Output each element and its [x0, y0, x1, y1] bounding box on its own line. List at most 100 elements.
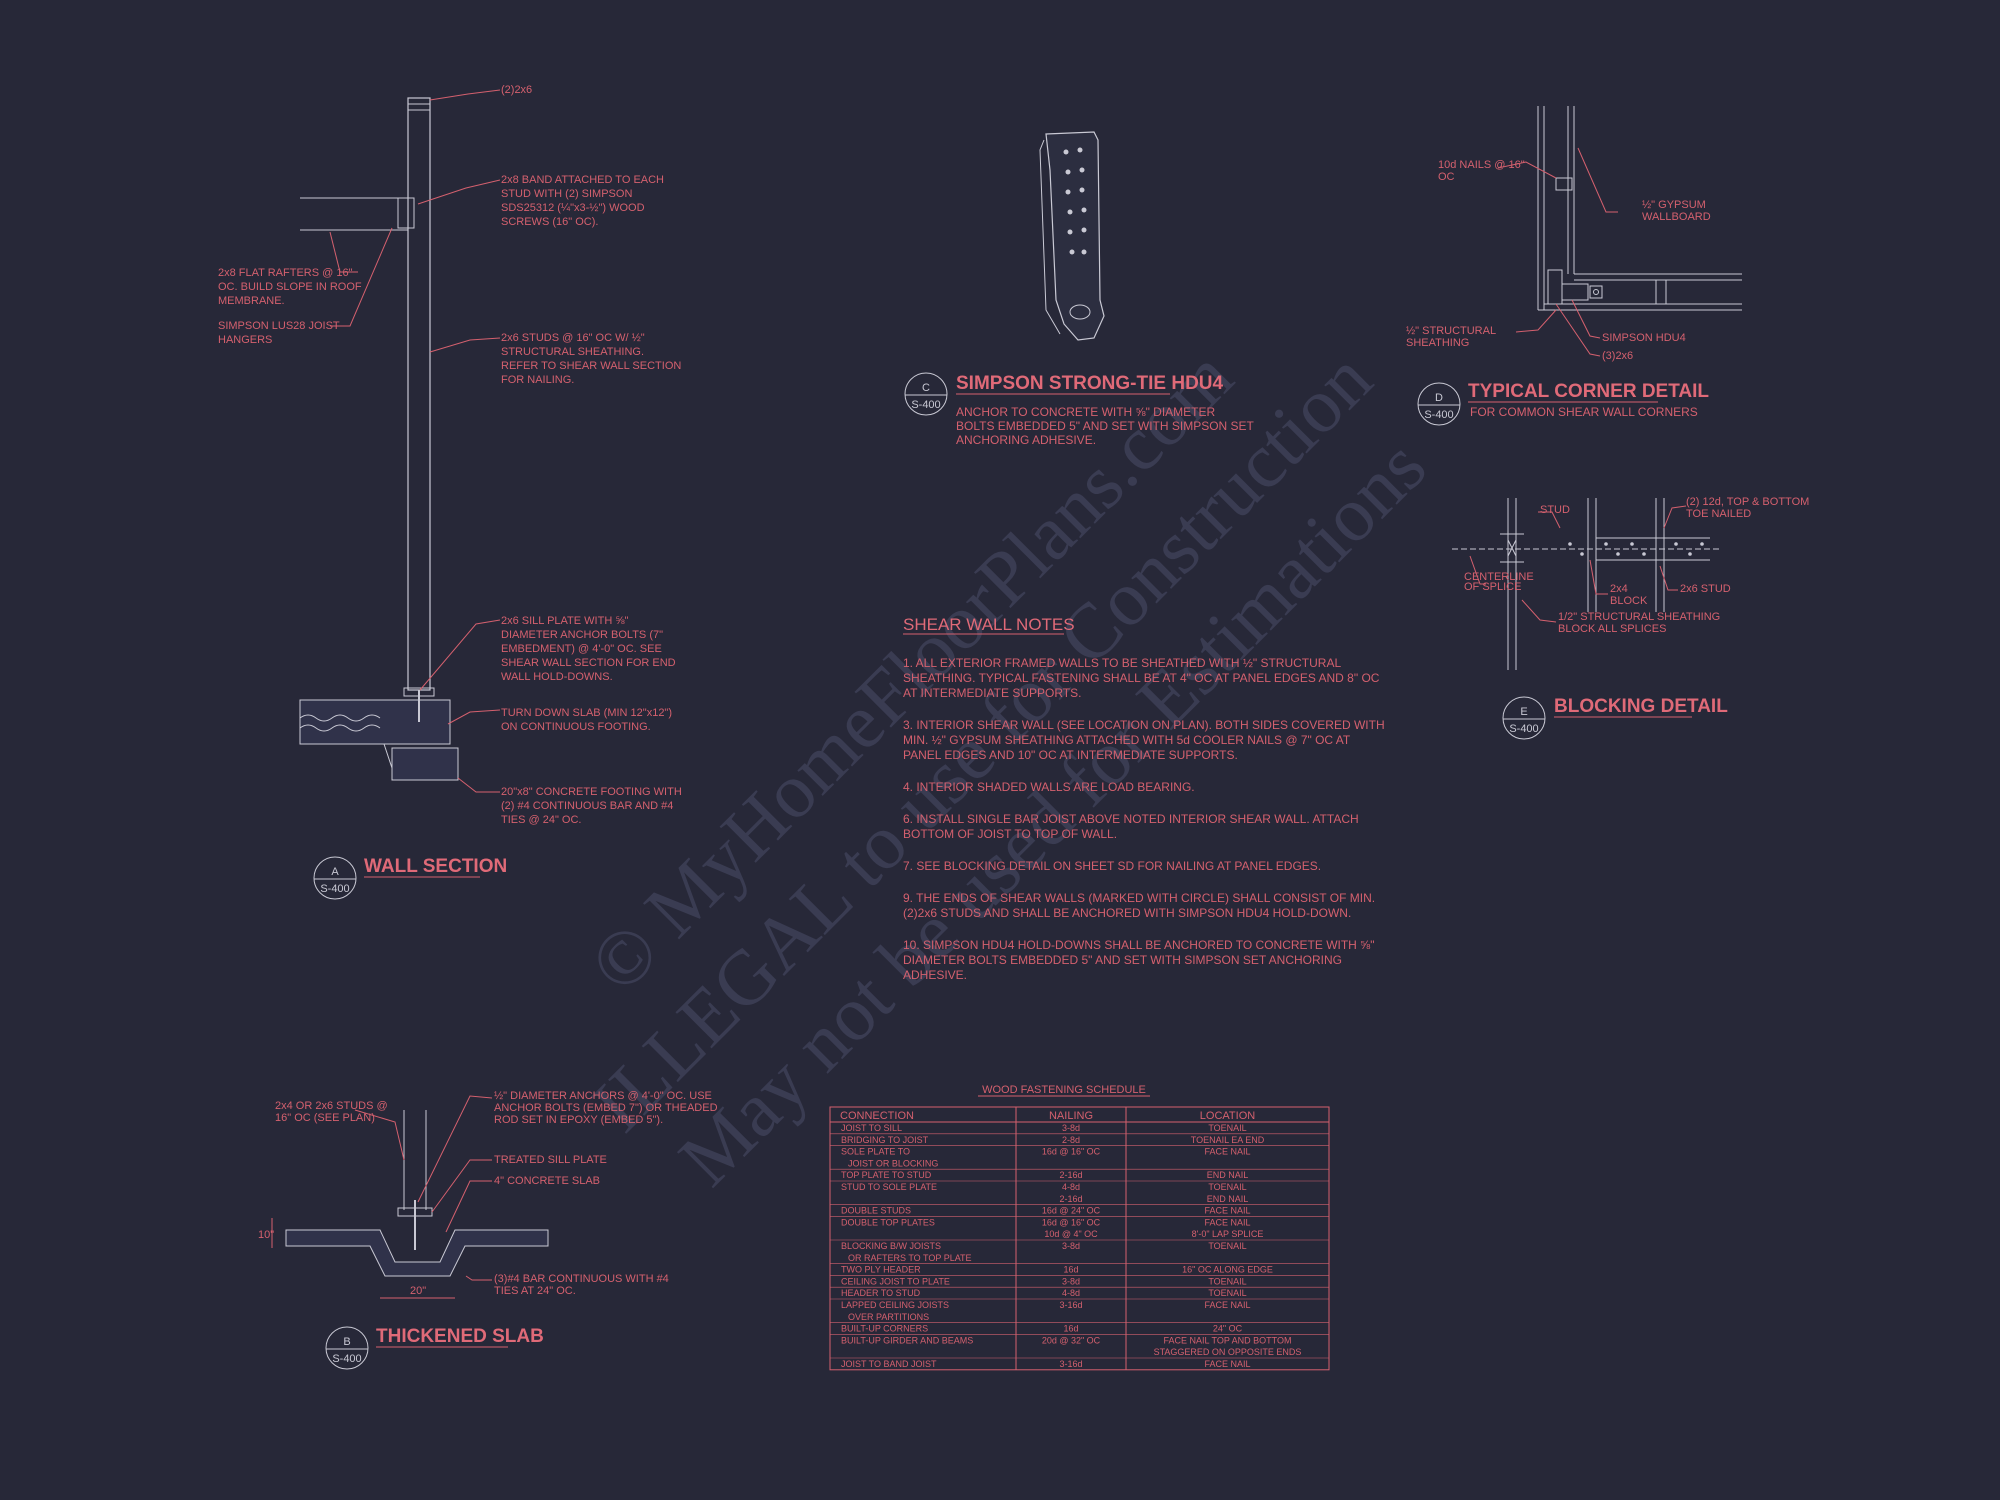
anchor-bolt-plan — [1593, 289, 1599, 295]
table-border — [829, 1106, 1330, 1371]
table-cell: 2-16d — [1059, 1194, 1082, 1204]
leader-line — [1521, 599, 1557, 623]
table-cell: 16" OC ALONG EDGE — [1182, 1265, 1273, 1275]
table-cell: TOENAIL — [1208, 1288, 1246, 1298]
hdu4-bracket — [1045, 131, 1105, 341]
leader-line — [465, 1275, 492, 1281]
note-bar-2: TIES AT 24" OC. — [494, 1285, 576, 1297]
bubble-letter: E — [1520, 706, 1527, 718]
screw-hole — [1081, 207, 1087, 213]
leader-line — [329, 231, 358, 273]
detail-title: SIMPSON STRONG-TIE HDU4 — [956, 373, 1224, 394]
leader-line — [457, 777, 500, 793]
screw-hole — [1065, 189, 1071, 195]
note-sill-4: SHEAR WALL SECTION FOR END — [501, 657, 676, 669]
note-sill: TREATED SILL PLATE — [494, 1154, 607, 1166]
shear-note-line: BOTTOM OF JOIST TO TOP OF WALL. — [903, 827, 1117, 841]
wall-section-leaders — [329, 89, 501, 793]
nail — [1616, 552, 1620, 556]
detail-desc-2: BOLTS EMBEDDED 5" AND SET WITH SIMPSON S… — [956, 419, 1255, 433]
note-studs-1: 2x6 STUDS @ 16" OC W/ ½" — [501, 332, 645, 344]
table-cell: FACE NAIL — [1204, 1359, 1250, 1369]
thickened-slab-leaders — [354, 1095, 493, 1281]
thickened-slab-notes: 2x4 OR 2x6 STUDS @ 16" OC (SEE PLAN) ½" … — [258, 1090, 718, 1297]
detail-desc-3: ANCHORING ADHESIVE. — [956, 433, 1096, 447]
leader-line — [431, 1159, 492, 1213]
dim-height-label: 10" — [258, 1229, 274, 1241]
nail — [1688, 552, 1692, 556]
note-sill-2: DIAMETER ANCHOR BOLTS (7" — [501, 629, 663, 641]
table-cell: 3-16d — [1059, 1359, 1082, 1369]
note-stud2: 2x6 STUD — [1680, 583, 1731, 595]
note-studs-4: FOR NAILING. — [501, 374, 574, 386]
table-cell: 3-8d — [1062, 1276, 1080, 1286]
footing-section — [391, 747, 459, 781]
note-band-3: SDS25312 (¼"x3-½") WOOD — [501, 202, 645, 214]
note-centerline-1: CENTERLINE — [1464, 571, 1534, 583]
leader-line — [419, 619, 501, 691]
note-band-2: STUD WITH (2) SIMPSON — [501, 188, 632, 200]
note-studs: (3)2x6 — [1602, 350, 1633, 362]
wall-stud-outline — [407, 97, 431, 691]
table-cell: 4-8d — [1062, 1288, 1080, 1298]
hdu4-plan — [1561, 283, 1589, 301]
leader-line — [447, 709, 501, 725]
leader-line — [1663, 505, 1687, 529]
shear-note-line: 1. ALL EXTERIOR FRAMED WALLS TO BE SHEAT… — [903, 656, 1341, 670]
table-cell: 16d @ 24" OC — [1042, 1206, 1101, 1216]
table-cell: 16d @ 16" OC — [1042, 1147, 1101, 1157]
note-studs-2: 16" OC (SEE PLAN) — [275, 1112, 375, 1124]
note-anchors-3: ROD SET IN EPOXY (EMBED 5"). — [494, 1114, 663, 1126]
bubble-letter: C — [922, 382, 930, 394]
table-cell: LAPPED CEILING JOISTS — [841, 1300, 949, 1310]
table-cell: 3-16d — [1059, 1300, 1082, 1310]
note-sheathing-1: ½" STRUCTURAL — [1406, 325, 1496, 337]
table-cell: TOENAIL — [1208, 1241, 1246, 1251]
table-cell: FACE NAIL — [1204, 1147, 1250, 1157]
bubble-sheet: S-400 — [1424, 409, 1453, 421]
nail — [1674, 542, 1678, 546]
table-cell: DOUBLE STUDS — [841, 1206, 911, 1216]
note-anchors-1: ½" DIAMETER ANCHORS @ 4'-0" OC. USE — [494, 1090, 712, 1102]
table-cell: 16d — [1063, 1324, 1078, 1334]
table-header-cell: CONNECTION — [840, 1110, 914, 1122]
screw-hole — [1081, 227, 1087, 233]
note-slab-1: TURN DOWN SLAB (MIN 12"x12") — [501, 707, 672, 719]
corner-drawing — [1537, 106, 1742, 311]
leader-line — [1515, 309, 1557, 333]
note-rafters-2: OC. BUILD SLOPE IN ROOF — [218, 281, 362, 293]
shear-notes-heading: SHEAR WALL NOTES — [903, 615, 1075, 634]
corner-title: D S-400 TYPICAL CORNER DETAIL FOR COMMON… — [1417, 381, 1709, 426]
leader-line — [417, 1095, 493, 1203]
screw-hole — [1065, 169, 1071, 175]
bubble-sheet: S-400 — [1509, 723, 1538, 735]
leader-line — [1497, 161, 1557, 179]
screw-hole — [1063, 149, 1069, 155]
table-cell: FACE NAIL — [1204, 1206, 1250, 1216]
table-cell: END NAIL — [1207, 1170, 1249, 1180]
note-block-2: BLOCK — [1610, 595, 1648, 607]
detail-title: WALL SECTION — [364, 856, 507, 877]
leader-line — [429, 89, 501, 101]
note-stud: STUD — [1540, 504, 1570, 516]
shear-note-line: 10. SIMPSON HDU4 HOLD-DOWNS SHALL BE ANC… — [903, 938, 1374, 952]
shear-note-line: 7. SEE BLOCKING DETAIL ON SHEET SD FOR N… — [903, 859, 1321, 873]
table-cell: JOIST OR BLOCKING — [848, 1158, 938, 1168]
table-cell: TOENAIL EA END — [1191, 1135, 1265, 1145]
corner-nail-mark — [1555, 177, 1573, 191]
shear-note-line: ADHESIVE. — [903, 968, 967, 982]
note-footing-3: TIES @ 24" OC. — [501, 814, 581, 826]
note-nails-2: OC — [1438, 171, 1455, 183]
slab-profile — [285, 1229, 549, 1277]
shear-notes-list: 1. ALL EXTERIOR FRAMED WALLS TO BE SHEAT… — [903, 656, 1385, 982]
corner-notes: 10d NAILS @ 16" OC ½" GYPSUM WALLBOARD ½… — [1406, 159, 1711, 362]
note-studs-1: 2x4 OR 2x6 STUDS @ — [275, 1100, 388, 1112]
note-sheathing-2: SHEATHING — [1406, 337, 1469, 349]
hdu4-side — [1039, 139, 1061, 335]
table-cell: TOENAIL — [1208, 1182, 1246, 1192]
note-nails-1: (2) 12d, TOP & BOTTOM — [1686, 496, 1809, 508]
shear-note-line: AT INTERMEDIATE SUPPORTS. — [903, 686, 1081, 700]
note-nails-2: TOE NAILED — [1686, 508, 1751, 520]
table-cell: 16d — [1063, 1265, 1078, 1275]
shear-note-line: SHEATHING. TYPICAL FASTENING SHALL BE AT… — [903, 671, 1380, 685]
